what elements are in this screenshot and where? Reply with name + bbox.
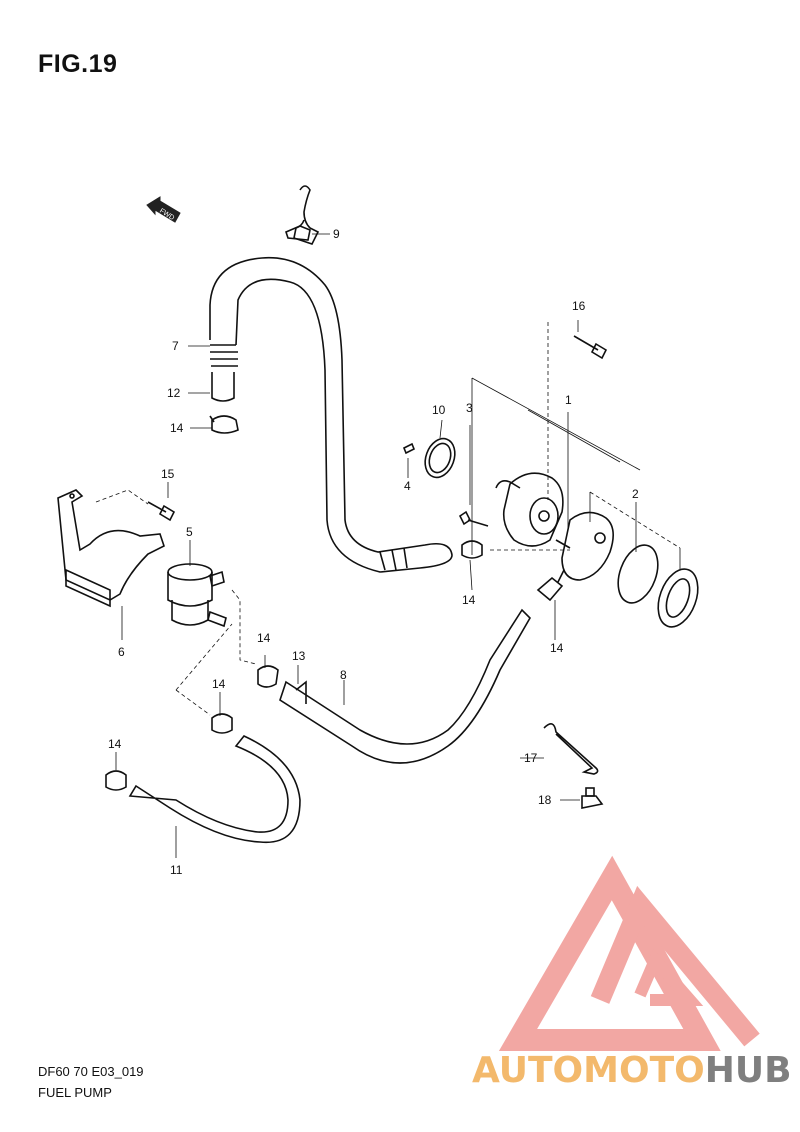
callout-15: 15: [161, 467, 175, 481]
part-14-clamp-filter: [257, 665, 279, 688]
callout-14-lower: 14: [212, 677, 226, 691]
callout-14-left: 14: [108, 737, 122, 751]
part-17-spring-clip: [543, 723, 599, 775]
figure-title: FIG.19: [38, 50, 118, 78]
fwd-arrow-icon: FWD: [146, 196, 181, 223]
callout-14-pump: 14: [462, 593, 476, 607]
part-8-fuel-hose: [279, 608, 531, 764]
part-14-clamp-left: [105, 770, 127, 791]
callout-5: 5: [186, 525, 193, 539]
callout-14-upper: 14: [170, 421, 184, 435]
callout-4: 4: [404, 479, 411, 493]
part-11-fuel-hose: [128, 735, 301, 844]
part-14-clamp-lower: [211, 713, 233, 734]
part-1-fuel-pump: [495, 472, 614, 583]
callout-9: 9: [333, 227, 340, 241]
watermark-logo: AUTOMOTOHUB: [472, 855, 792, 1091]
callout-2: 2: [632, 487, 639, 501]
part-3-bolt: [458, 510, 489, 527]
part-6-bracket: [57, 489, 165, 608]
drawing-code: DF60 70 E03_019: [38, 1064, 144, 1079]
callout-6: 6: [118, 645, 125, 659]
svg-text:AUTOMOTOHUB: AUTOMOTOHUB: [472, 1050, 792, 1091]
leader-lines: [95, 233, 681, 858]
part-2-gasket: [617, 544, 699, 628]
callout-13: 13: [292, 649, 306, 663]
callout-8: 8: [340, 668, 347, 682]
part-16-bolt: [573, 335, 608, 360]
callout-16: 16: [572, 299, 586, 313]
callout-14-filter: 14: [257, 631, 271, 645]
part-7-fuel-hose: [209, 256, 453, 573]
callout-7: 7: [172, 339, 179, 353]
part-15-bolt: [147, 501, 176, 522]
callout-11: 11: [170, 863, 183, 877]
watermark-text-a: AUTOMOTO: [472, 1050, 705, 1091]
callout-12: 12: [167, 386, 181, 400]
part-10-o-ring: [424, 437, 456, 479]
drawing-name: FUEL PUMP: [38, 1085, 112, 1100]
callout-3: 3: [466, 401, 473, 415]
part-14-clamp-right: [536, 576, 564, 602]
part-14-clamp-upper: [209, 415, 239, 434]
part-4-pin: [402, 442, 416, 455]
callout-10: 10: [432, 403, 446, 417]
watermark-text-b: HUB: [705, 1050, 792, 1091]
part-9-clamp: [285, 185, 320, 245]
part-14-clamp-pump: [461, 540, 483, 559]
callout-14-right: 14: [550, 641, 564, 655]
callout-18: 18: [538, 793, 552, 807]
callout-1: 1: [565, 393, 572, 407]
part-18-grommet: [581, 787, 604, 809]
part-5-fuel-filter: [167, 563, 227, 628]
callout-17: 17: [524, 751, 538, 765]
